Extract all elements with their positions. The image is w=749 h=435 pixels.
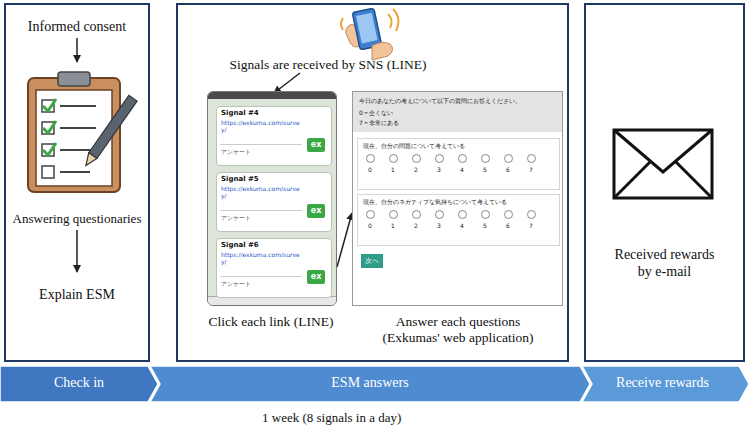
radio-circle bbox=[366, 154, 375, 163]
node-text: 7＝非常にある bbox=[359, 119, 399, 126]
radio-circle bbox=[458, 210, 467, 219]
node-text: Signal #4 bbox=[221, 109, 259, 117]
link-arrow bbox=[337, 213, 352, 267]
divider bbox=[220, 210, 302, 211]
chat-screenshot: Signal #4 https://exkuma.com/survey/アンケート… bbox=[207, 91, 337, 306]
node-text: 0 bbox=[365, 166, 375, 173]
divider bbox=[220, 276, 302, 277]
radio-circle bbox=[504, 210, 513, 219]
envelope-icon bbox=[614, 130, 712, 198]
node-text: 4 bbox=[457, 166, 467, 173]
divider bbox=[220, 144, 302, 145]
node-text: 7 bbox=[526, 166, 536, 173]
node-text: 2 bbox=[411, 166, 421, 173]
node-text: 今日のあなたの考えについて以下の質問にお答えください。 bbox=[359, 97, 558, 104]
radio-circle bbox=[412, 210, 421, 219]
radio-circle bbox=[435, 210, 444, 219]
node-text: アンケート bbox=[221, 280, 251, 287]
node-text: ex bbox=[307, 204, 325, 218]
phase-chevron: ESM answers bbox=[150, 366, 590, 402]
phase-chevron: Receive rewards bbox=[582, 366, 749, 402]
status-bar bbox=[208, 92, 336, 99]
phase-chevron: Check in bbox=[0, 366, 158, 402]
step-panel: Signals are received by SNS (LINE) Signal… bbox=[176, 3, 569, 362]
radio-circle bbox=[435, 154, 444, 163]
node-text: アンケート bbox=[221, 214, 251, 221]
node-text: 現在、自分のネガティブな気持ちについて考えている bbox=[363, 198, 507, 205]
node-text: ex bbox=[307, 138, 325, 152]
node-text: Click each link (LINE) bbox=[186, 314, 356, 330]
node-text: https://exkuma.com/survey/ bbox=[221, 251, 303, 265]
node-text: 0＝全くない bbox=[359, 109, 393, 116]
radio-circle bbox=[481, 210, 490, 219]
node-text: Signal #6 bbox=[221, 241, 259, 249]
radio-circle bbox=[389, 154, 398, 163]
node-text: 3 bbox=[434, 166, 444, 173]
phase-label: ESM answers bbox=[150, 375, 590, 392]
node-text: 1 bbox=[388, 166, 398, 173]
node-text: Informed consent bbox=[6, 19, 148, 36]
node-text: Answering questionaries bbox=[6, 211, 148, 227]
node-text: 0 bbox=[365, 222, 375, 229]
node-text: 3 bbox=[434, 222, 444, 229]
node-text: アンケート bbox=[221, 148, 251, 155]
node-text: 4 bbox=[457, 222, 467, 229]
pointer-arrow bbox=[274, 73, 300, 93]
radio-circle bbox=[366, 210, 375, 219]
radio-circle bbox=[412, 154, 421, 163]
phase-label: Check in bbox=[0, 375, 158, 392]
node-text: 1 bbox=[388, 222, 398, 229]
flow-arrow bbox=[76, 230, 78, 272]
node-text: 5 bbox=[480, 166, 490, 173]
flow-arrow bbox=[76, 38, 78, 62]
radio-circle bbox=[458, 154, 467, 163]
node-text: 現在、自分の問題について考えている bbox=[363, 142, 465, 149]
node-text: 6 bbox=[503, 222, 513, 229]
node-text: Signals are received by SNS (LINE) bbox=[198, 57, 458, 73]
radio-circle bbox=[527, 210, 536, 219]
node-text: Signal #5 bbox=[221, 175, 259, 183]
clipboard-icon bbox=[28, 72, 137, 192]
node-text: 7 bbox=[526, 222, 536, 229]
radio-circle bbox=[481, 154, 490, 163]
phone-icon bbox=[341, 8, 398, 60]
radio-circle bbox=[504, 154, 513, 163]
node-text: 6 bbox=[503, 166, 513, 173]
survey-screenshot: 今日のあなたの考えについて以下の質問にお答えください。 0＝全くない 7＝非常にある… bbox=[352, 91, 563, 306]
radio-circle bbox=[389, 210, 398, 219]
node-text: https://exkuma.com/survey/ bbox=[221, 119, 303, 133]
node-text: https://exkuma.com/survey/ bbox=[221, 185, 303, 199]
node-text: ex bbox=[307, 270, 325, 284]
step-panel: Received rewards by e-mail bbox=[584, 3, 745, 362]
node-text: Answer each questions (Exkumas' web appl… bbox=[368, 314, 548, 346]
node-text: 次へ bbox=[361, 254, 383, 268]
node-text: 2 bbox=[411, 222, 421, 229]
node-text: 5 bbox=[480, 222, 490, 229]
step-panel: Informed consentAnswering questionariesE… bbox=[4, 3, 150, 362]
node-text: Received rewards by e-mail bbox=[606, 247, 723, 281]
radio-circle bbox=[527, 154, 536, 163]
duration-note: 1 week (8 signals in a day) bbox=[262, 410, 401, 426]
phase-label: Receive rewards bbox=[579, 375, 746, 392]
node-text: Explain ESM bbox=[6, 287, 148, 304]
